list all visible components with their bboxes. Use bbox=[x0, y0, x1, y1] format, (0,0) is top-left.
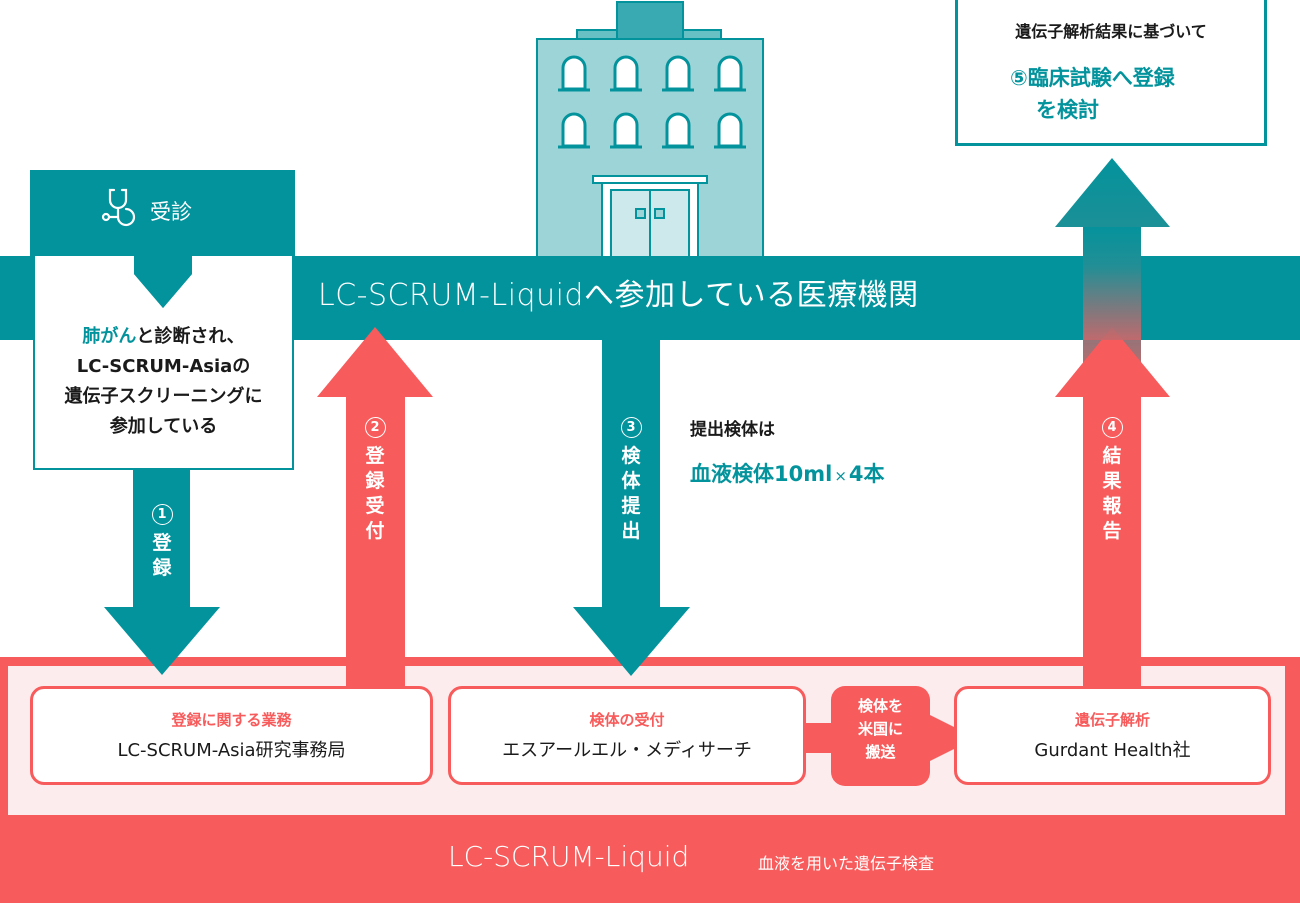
step-5-number: ⑤ bbox=[1010, 66, 1028, 90]
specimen-note-lead: 提出検体は bbox=[690, 420, 775, 440]
card-registration-office: 登録に関する業務 LC-SCRUM-Asia研究事務局 bbox=[30, 686, 433, 785]
card-org: LC-SCRUM-Asia研究事務局 bbox=[117, 740, 346, 761]
window-icon bbox=[717, 112, 743, 148]
step-2-number: 2 bbox=[364, 417, 386, 438]
program-description: 血液を用いた遺伝子検査 bbox=[758, 854, 935, 873]
window-icon bbox=[665, 112, 691, 148]
card-org: Gurdant Health社 bbox=[1034, 740, 1191, 761]
visit-header-label: 受診 bbox=[150, 200, 192, 224]
card-org: エスアールエル・メディサーチ bbox=[502, 740, 752, 761]
step-4-arrow bbox=[1055, 327, 1170, 686]
result-lead-text: 遺伝子解析結果に基づいて bbox=[1015, 22, 1207, 41]
step-1-number: 1 bbox=[151, 504, 173, 525]
step-4-number: 4 bbox=[1101, 417, 1123, 438]
step-3-arrow bbox=[573, 340, 690, 676]
window-icon bbox=[561, 55, 587, 91]
step-4-label: 4 結 果 報 告 bbox=[1097, 413, 1127, 544]
visit-description: 肺がんと診断され、 LC-SCRUM-Asiaの 遺伝子スクリーニングに 参加し… bbox=[64, 326, 263, 437]
card-title: 検体の受付 bbox=[589, 711, 665, 729]
window-icon bbox=[613, 55, 639, 91]
result-line-2: を検討 bbox=[1036, 98, 1099, 122]
card-gene-analysis: 遺伝子解析 Gurdant Health社 bbox=[954, 686, 1271, 785]
specimen-note-main: 血液検体10ml×4本 bbox=[690, 462, 885, 486]
highlight-lung-cancer: 肺がん bbox=[82, 326, 137, 347]
institution-band-label: LC-SCRUM-Liquidへ参加している医療機関 bbox=[318, 278, 919, 313]
window-icon bbox=[665, 55, 691, 91]
window-icon bbox=[613, 112, 639, 148]
program-name: LC-SCRUM-Liquid bbox=[448, 840, 690, 873]
step-5-arrow-shaft bbox=[1083, 227, 1141, 340]
result-main-text: ⑤臨床試験へ登録 を検討 bbox=[1010, 62, 1175, 126]
card-specimen-reception: 検体の受付 エスアールエル・メディサーチ bbox=[448, 686, 806, 785]
step-2-label: 2 登 録 受 付 bbox=[360, 413, 390, 544]
step-1-arrow bbox=[104, 470, 220, 675]
step-1-label: 1 登 録 bbox=[147, 500, 177, 581]
step-3-label: 3 検 体 提 出 bbox=[616, 413, 646, 544]
visit-header bbox=[30, 170, 295, 256]
step-2-arrow bbox=[317, 327, 433, 686]
clinical-trial-result-box bbox=[955, 0, 1267, 146]
window-icon bbox=[717, 55, 743, 91]
card-title: 遺伝子解析 bbox=[1074, 711, 1150, 729]
window-icon bbox=[561, 112, 587, 148]
result-line-1: 臨床試験へ登録 bbox=[1027, 66, 1175, 90]
card-title: 登録に関する業務 bbox=[171, 711, 292, 729]
step-3-number: 3 bbox=[620, 417, 642, 438]
shipping-box: 検体を 米国に 搬送 bbox=[831, 686, 930, 786]
hospital-building-icon bbox=[536, 1, 764, 257]
visit-arrow-shape bbox=[134, 256, 192, 308]
stethoscope-icon bbox=[101, 188, 136, 227]
